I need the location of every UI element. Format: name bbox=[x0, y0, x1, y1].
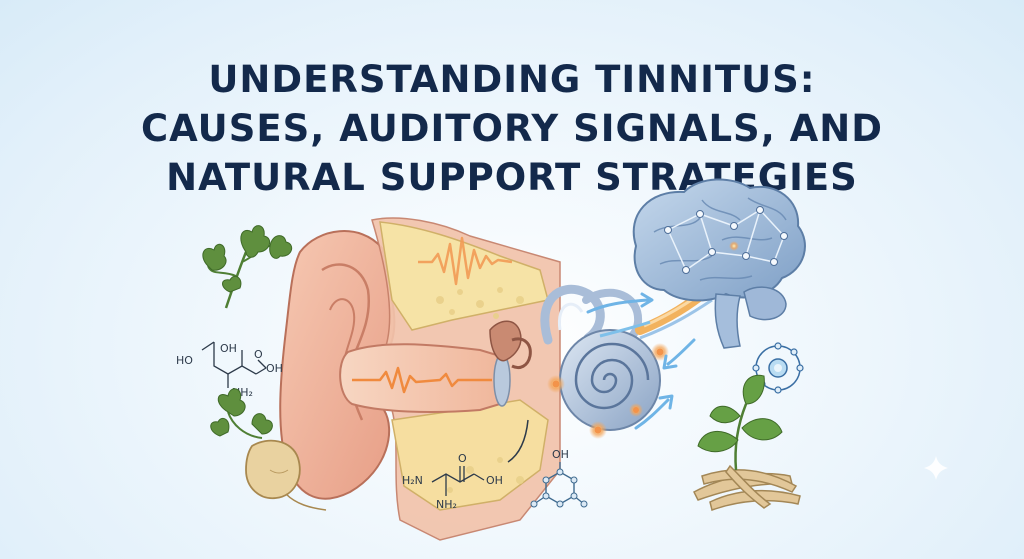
arrow-to-brain bbox=[586, 298, 650, 314]
cerebellum bbox=[743, 286, 787, 321]
molecule-bottom-h2n: H₂N bbox=[402, 474, 423, 487]
burdock-root-body bbox=[245, 439, 301, 500]
brain-illustration bbox=[632, 178, 806, 349]
molecule-bottom: H₂N O OH NH₂ bbox=[402, 452, 503, 511]
molecule-left-ho: HO bbox=[176, 354, 193, 367]
molecule-left-o: O bbox=[254, 348, 263, 361]
inner-ear bbox=[540, 284, 669, 439]
molecule-ring-oh: OH bbox=[552, 448, 569, 461]
molecule-left-oh-top: OH bbox=[220, 342, 237, 355]
arrow-lower bbox=[634, 398, 670, 430]
herb-leaf-1 bbox=[742, 374, 765, 405]
molecule-bottom-oh: OH bbox=[486, 474, 503, 487]
ear-illustration bbox=[279, 217, 561, 541]
brain bbox=[632, 178, 806, 302]
temporal-bone bbox=[379, 221, 549, 331]
molecule-ring: OH bbox=[530, 448, 588, 508]
burdock-root bbox=[210, 388, 327, 511]
arrow-from-brain bbox=[666, 338, 696, 366]
atom-icon bbox=[752, 342, 804, 394]
molecule-bottom-o: O bbox=[458, 452, 467, 465]
title-line-1: UNDERSTANDING TINNITUS: bbox=[208, 58, 816, 101]
herb-leaf-3 bbox=[697, 431, 739, 453]
ossicles bbox=[489, 320, 522, 362]
herb-roots bbox=[693, 374, 801, 511]
herb-leaf-2 bbox=[741, 418, 783, 441]
semicircular-canal-1 bbox=[540, 284, 605, 345]
molecule-left: OH HO O OH NH₂ bbox=[176, 341, 283, 399]
eardrum bbox=[493, 353, 511, 407]
title-block: UNDERSTANDING TINNITUS: CAUSES, AUDITORY… bbox=[0, 55, 1024, 202]
sparkle-icon bbox=[924, 456, 948, 480]
sound-signal-canal bbox=[352, 366, 492, 394]
parsley-plant bbox=[202, 225, 293, 309]
herb-leaf-4 bbox=[709, 405, 741, 424]
molecule-bottom-nh2: NH₂ bbox=[436, 498, 457, 511]
semicircular-canal-2 bbox=[557, 302, 584, 331]
pointer-line bbox=[507, 419, 529, 463]
signal-arrows bbox=[586, 292, 696, 430]
sound-wave-top bbox=[418, 236, 513, 286]
molecule-left-oh-right: OH bbox=[266, 362, 283, 375]
ear-canal bbox=[339, 343, 501, 413]
brain-stem bbox=[714, 293, 741, 349]
title-line-2: CAUSES, AUDITORY SIGNALS, AND bbox=[141, 107, 883, 150]
cochlea-spiral bbox=[574, 342, 650, 410]
